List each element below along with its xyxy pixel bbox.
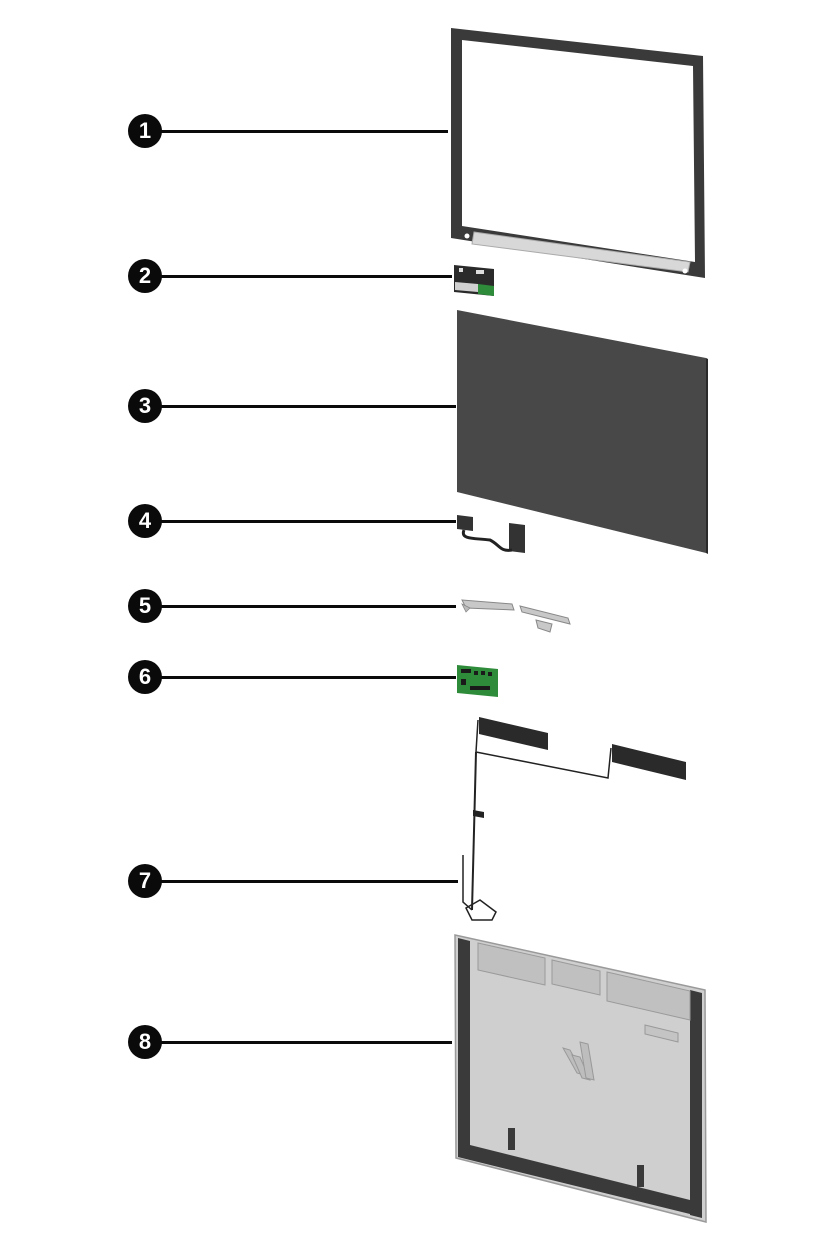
display-bezel-part bbox=[451, 28, 705, 278]
callout-1: 1 bbox=[0, 0, 834, 148]
callout-badge-1: 1 bbox=[128, 114, 162, 148]
callout-badge-4: 4 bbox=[128, 504, 162, 538]
leader-line-6 bbox=[160, 676, 456, 679]
callout-badge-6: 6 bbox=[128, 660, 162, 694]
callout-badge-5: 5 bbox=[128, 589, 162, 623]
callout-2: 2 bbox=[0, 0, 834, 293]
leader-line-7 bbox=[160, 880, 458, 883]
leader-line-4 bbox=[160, 520, 456, 523]
callout-8: 8 bbox=[0, 0, 834, 1059]
callout-7: 7 bbox=[0, 0, 834, 898]
camera-module-part bbox=[454, 265, 494, 296]
display-cable-part bbox=[457, 515, 525, 553]
leader-line-1 bbox=[160, 130, 448, 133]
display-panel-part bbox=[457, 310, 708, 554]
callout-5: 5 bbox=[0, 0, 834, 623]
leader-line-5 bbox=[160, 605, 456, 608]
callout-badge-2: 2 bbox=[128, 259, 162, 293]
callout-4: 4 bbox=[0, 0, 834, 538]
callout-badge-3: 3 bbox=[128, 389, 162, 423]
leader-line-8 bbox=[160, 1041, 452, 1044]
callout-3: 3 bbox=[0, 0, 834, 423]
callout-badge-7: 7 bbox=[128, 864, 162, 898]
display-hinges-part bbox=[461, 599, 571, 633]
callout-6: 6 bbox=[0, 0, 834, 694]
display-back-cover-part bbox=[454, 934, 707, 1223]
callout-badge-8: 8 bbox=[128, 1025, 162, 1059]
leader-line-2 bbox=[160, 275, 452, 278]
display-board-part bbox=[457, 665, 498, 697]
wlan-antenna-part bbox=[462, 717, 686, 921]
leader-line-3 bbox=[160, 405, 456, 408]
